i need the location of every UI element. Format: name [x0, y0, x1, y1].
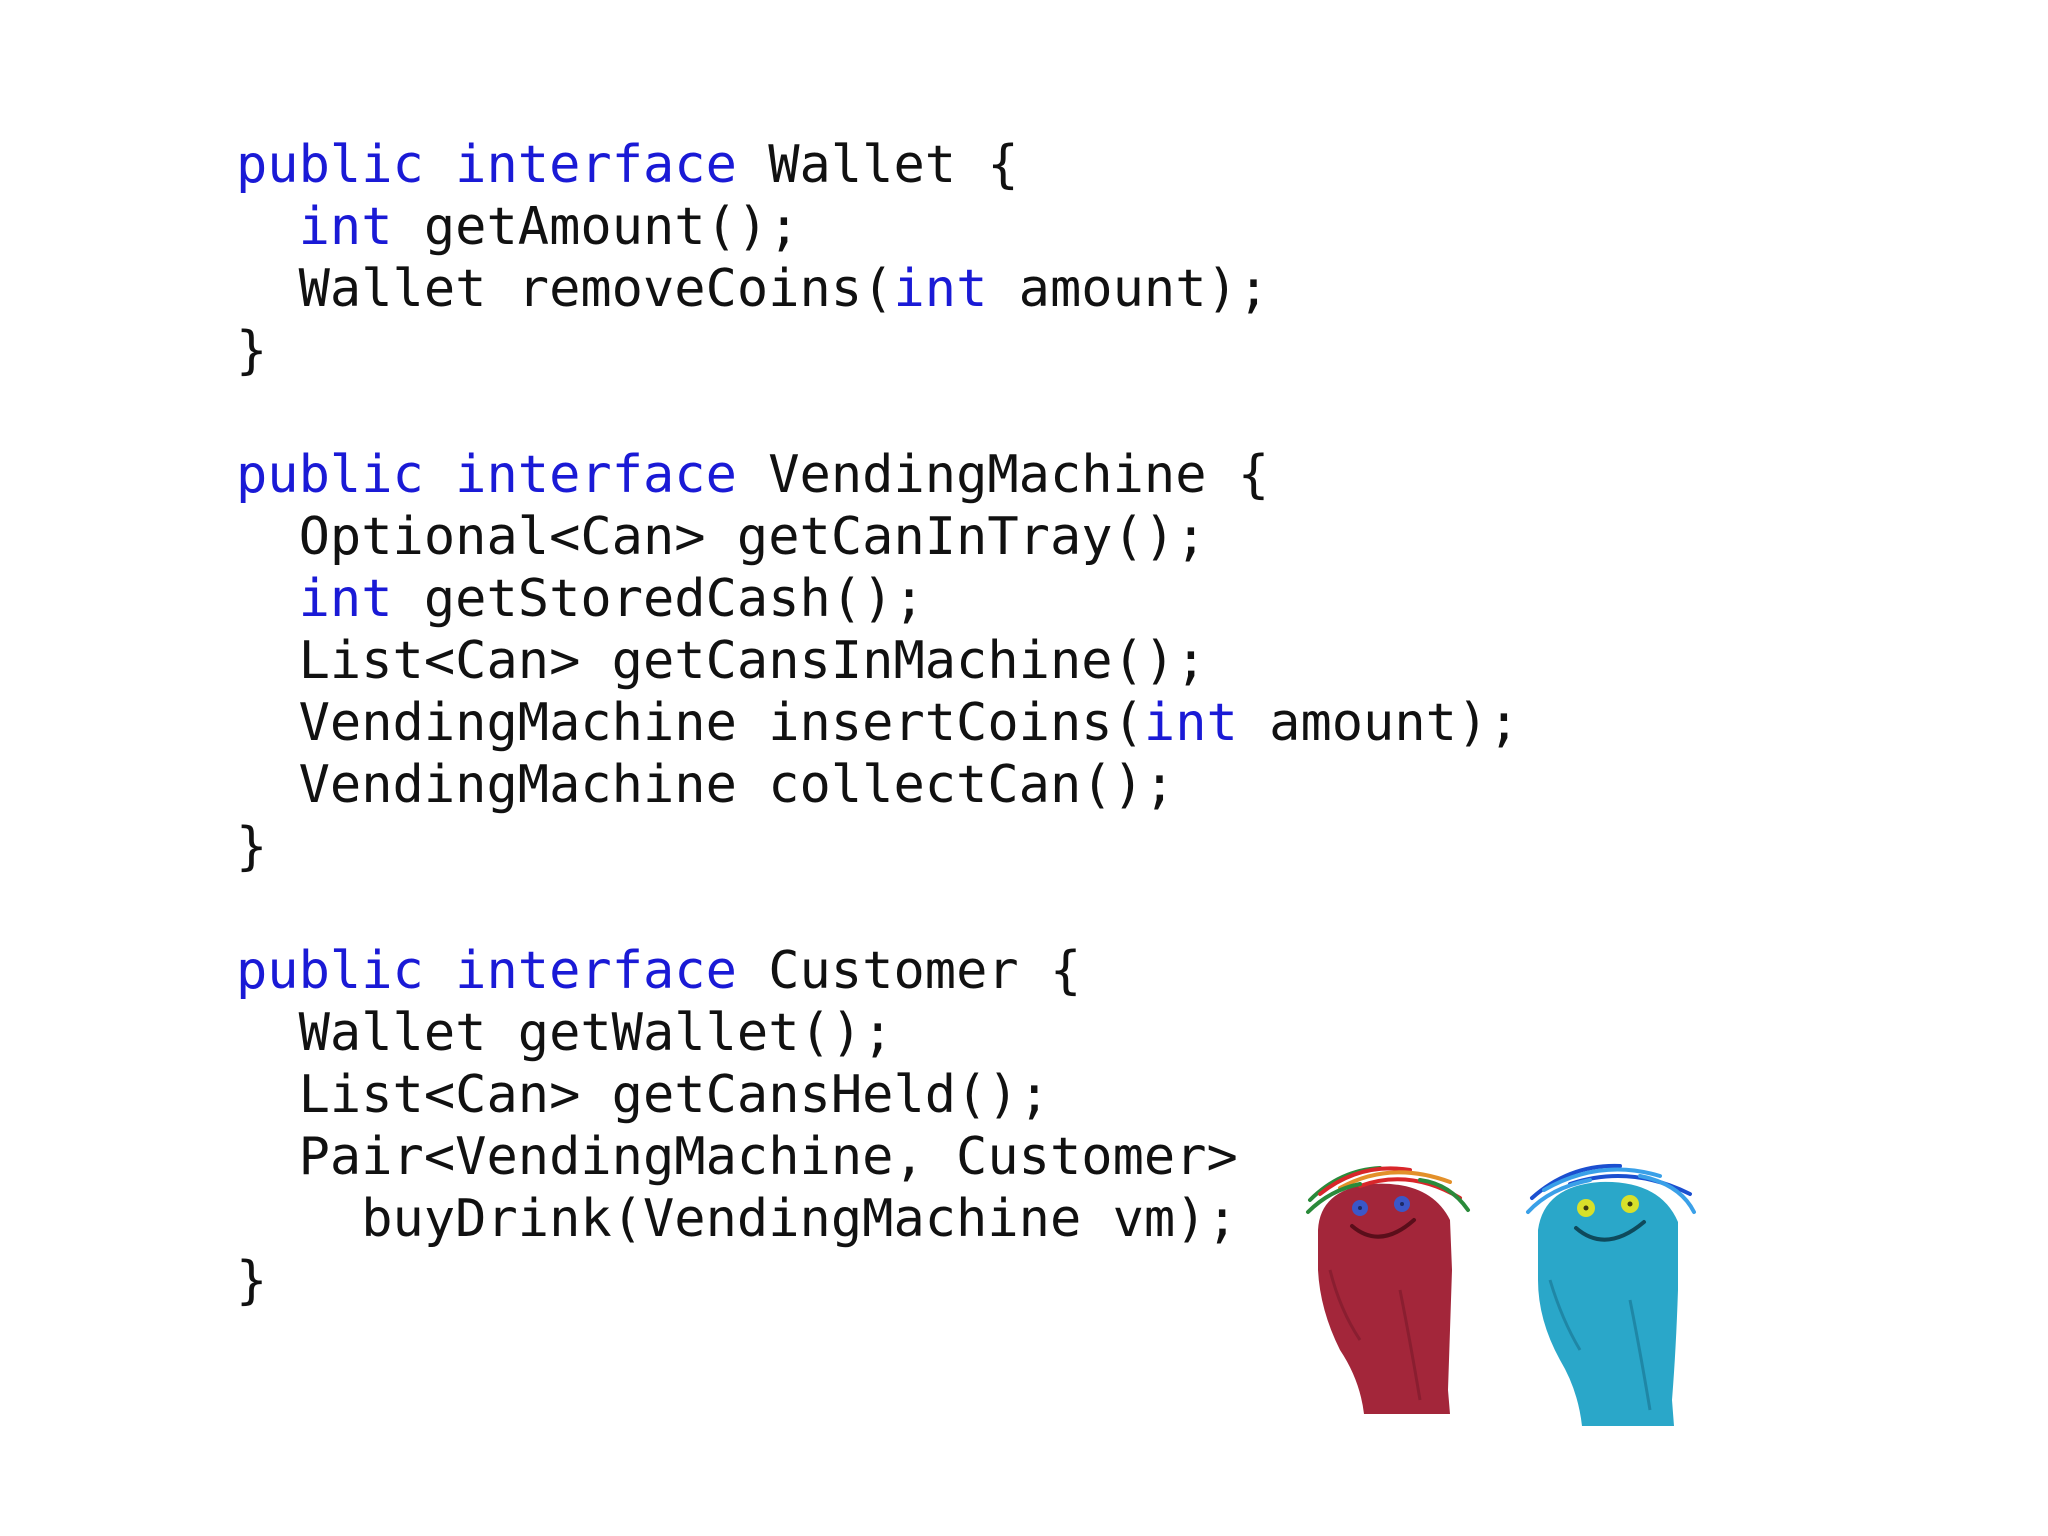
code-text: Wallet removeCoins( [236, 259, 894, 319]
code-text: getAmount(); [392, 197, 800, 257]
code-gap [236, 382, 1520, 444]
code-text: Wallet { [736, 135, 1019, 195]
code-line: buyDrink(VendingMachine vm); [236, 1188, 1520, 1250]
code-keyword: int [298, 197, 393, 257]
code-text [424, 941, 455, 1001]
code-text: List<Can> getCansInMachine(); [236, 631, 1207, 691]
code-keyword: public [236, 941, 424, 1001]
code-text: VendingMachine insertCoins( [236, 693, 1144, 753]
code-line: Optional<Can> getCanInTray(); [236, 506, 1520, 568]
code-text: VendingMachine { [736, 445, 1270, 505]
code-text: getStoredCash(); [392, 569, 925, 629]
code-line: List<Can> getCansHeld(); [236, 1064, 1520, 1126]
code-line: public interface Wallet { [236, 134, 1520, 196]
code-line: } [236, 320, 1520, 382]
code-line: Pair<VendingMachine, Customer> [236, 1126, 1520, 1188]
code-text: } [236, 321, 268, 381]
code-text: List<Can> getCansHeld(); [236, 1065, 1050, 1125]
code-text: Optional<Can> getCanInTray(); [236, 507, 1207, 567]
code-keyword: interface [455, 135, 737, 195]
code-line: VendingMachine insertCoins(int amount); [236, 692, 1520, 754]
code-keyword: public [236, 135, 424, 195]
code-keyword: int [298, 569, 393, 629]
code-text: Pair<VendingMachine, Customer> [236, 1127, 1238, 1187]
code-line: Wallet removeCoins(int amount); [236, 258, 1520, 320]
code-text [424, 445, 455, 505]
code-keyword: public [236, 445, 424, 505]
sock-puppets-image [1306, 1163, 1696, 1426]
code-line: List<Can> getCansInMachine(); [236, 630, 1520, 692]
code-text: amount); [1237, 693, 1520, 753]
code-keyword: int [1143, 693, 1238, 753]
code-line: } [236, 816, 1520, 878]
code-text: amount); [987, 259, 1270, 319]
code-line: int getAmount(); [236, 196, 1520, 258]
code-line: public interface VendingMachine { [236, 444, 1520, 506]
code-text: buyDrink(VendingMachine vm); [236, 1189, 1238, 1249]
code-text [236, 569, 299, 629]
code-text: Wallet getWallet(); [236, 1003, 894, 1063]
code-line: public interface Customer { [236, 940, 1520, 1002]
code-gap [236, 878, 1520, 940]
code-text: } [236, 1251, 268, 1311]
code-line: Wallet getWallet(); [236, 1002, 1520, 1064]
code-text: VendingMachine collectCan(); [236, 755, 1176, 815]
code-keyword: int [893, 259, 988, 319]
code-keyword: interface [455, 445, 737, 505]
code-text: Customer { [736, 941, 1082, 1001]
code-text [236, 197, 299, 257]
red-sock-puppet [1306, 1166, 1470, 1414]
code-listing: public interface Wallet { int getAmount(… [236, 134, 1520, 1312]
code-text: } [236, 817, 268, 877]
code-line: int getStoredCash(); [236, 568, 1520, 630]
code-line: } [236, 1250, 1520, 1312]
code-line: VendingMachine collectCan(); [236, 754, 1520, 816]
blue-sock-puppet [1526, 1163, 1696, 1426]
code-keyword: interface [455, 941, 737, 1001]
code-text [424, 135, 455, 195]
